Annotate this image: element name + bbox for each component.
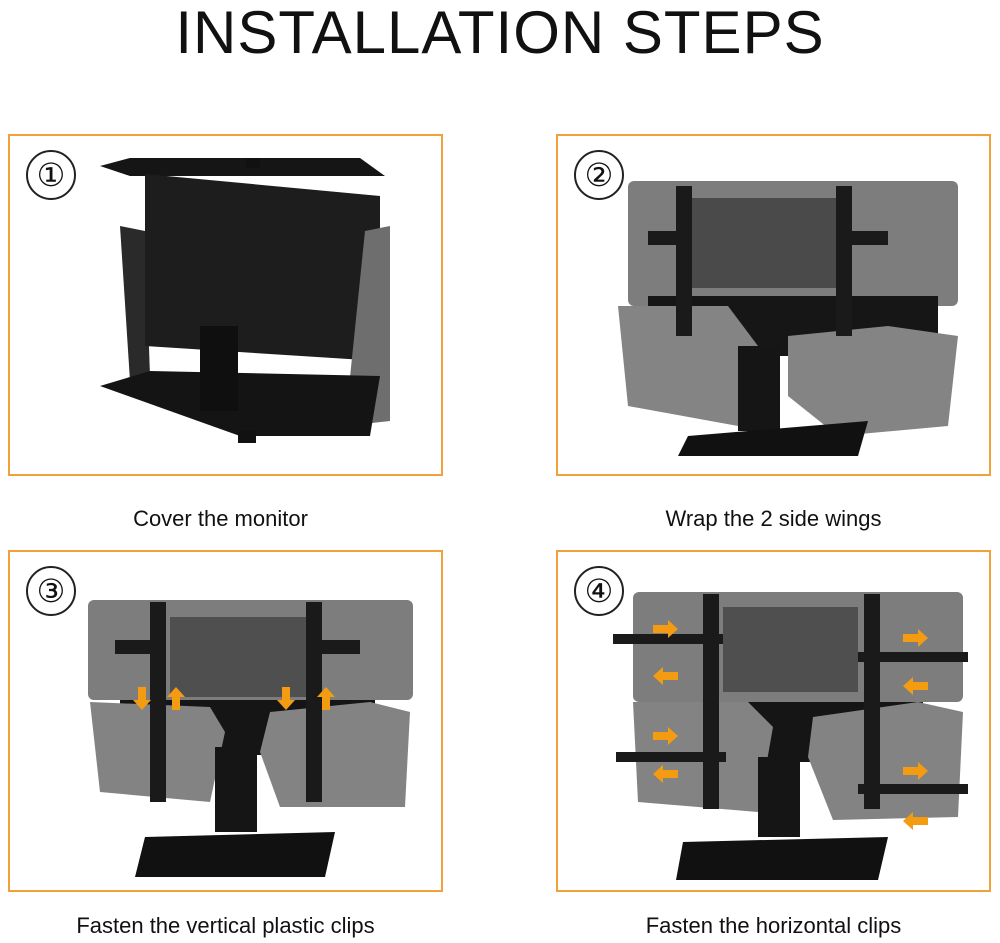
- step-1-panel: ①: [8, 134, 443, 476]
- step-4-illustration: [613, 592, 968, 880]
- step-2-illustration: [618, 181, 958, 456]
- step-2-caption: Wrap the 2 side wings: [665, 506, 882, 531]
- page-title: INSTALLATION STEPS: [175, 0, 825, 66]
- step-3-illustration: [88, 600, 413, 877]
- step-2-number: ②: [574, 150, 624, 200]
- step-3-number: ③: [26, 566, 76, 616]
- step-1-number: ①: [26, 150, 76, 200]
- step-1-illustration: [100, 158, 390, 443]
- step-3-caption: Fasten the vertical plastic clips: [76, 913, 375, 938]
- step-1-caption: Cover the monitor: [133, 506, 308, 531]
- step-4-panel: ④: [556, 550, 991, 892]
- step-2-panel: ②: [556, 134, 991, 476]
- step-4-number: ④: [574, 566, 624, 616]
- step-4-caption: Fasten the horizontal clips: [645, 913, 902, 938]
- step-3-panel: ③: [8, 550, 443, 892]
